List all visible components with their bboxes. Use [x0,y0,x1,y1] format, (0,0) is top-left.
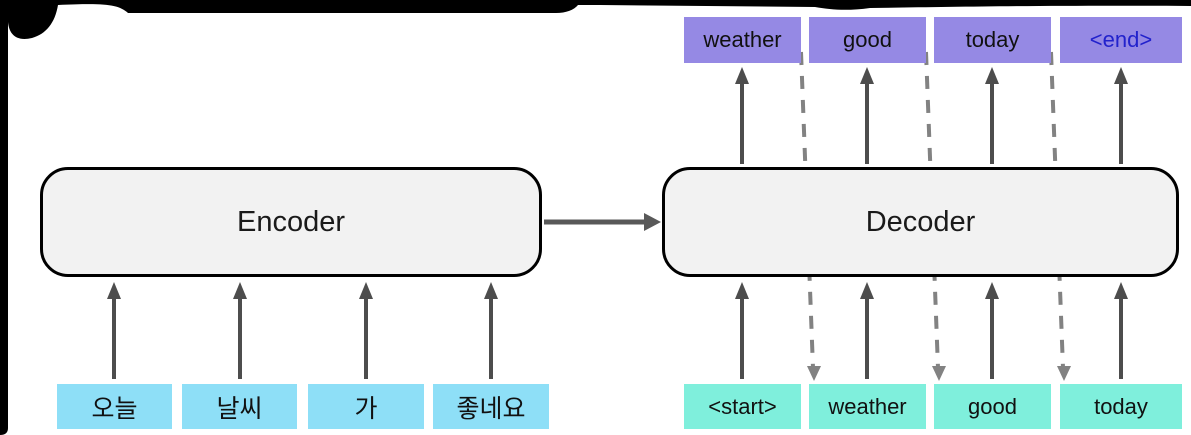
decoder-input-token-weather: weather [809,384,926,429]
decoder-input-label: <start> [708,393,777,419]
encoder-input-label: 날씨 [216,394,263,423]
encoder-input-label: 가 [354,394,378,423]
decoder-input-label: today [1094,393,1148,419]
decoder-input-label: good [968,393,1017,419]
output-token-label: today [965,27,1020,52]
encoder-input-token-4: 좋네요 [433,384,549,429]
encoder-input-arrows [107,282,498,379]
decoder-output-arrow-2 [860,67,874,164]
output-token-label: weather [703,27,782,52]
encoder-input-label: 오늘 [91,394,138,423]
output-token-label: good [843,27,892,52]
encoder-label: Encoder [236,205,345,238]
encoder-input-arrow-2 [233,282,247,379]
output-token-today: today [934,17,1051,63]
decoder-input-arrow-3 [985,282,999,379]
encoder-input-token-2: 날씨 [182,384,297,429]
output-token-good: good [809,17,926,63]
decoder-output-arrow-4 [1114,67,1128,164]
encoder-input-token-3: 가 [308,384,424,429]
decoder-input-token-today: today [1060,384,1182,429]
encoder-input-token-1: 오늘 [57,384,172,429]
output-token-end: <end> [1060,17,1182,63]
output-token-label: <end> [1089,27,1153,52]
decoder-label: Decoder [865,205,976,238]
decoder-input-arrow-1 [735,282,749,379]
encoder-input-arrow-4 [484,282,498,379]
decoder-output-arrow-3 [985,67,999,164]
encoder-block: Encoder [40,167,542,277]
encoder-input-arrow-3 [359,282,373,379]
decoder-input-token-good: good [934,384,1051,429]
decoder-output-arrow-1 [735,67,749,164]
encoder-input-label: 좋네요 [456,394,526,423]
decoder-input-arrows [735,282,1128,379]
encoder-input-arrow-1 [107,282,121,379]
output-token-weather: weather [684,17,801,63]
decoder-input-arrow-4 [1114,282,1128,379]
encoder-to-decoder-arrow [544,213,661,231]
decoder-input-arrow-2 [860,282,874,379]
decoder-input-token-start: <start> [684,384,801,429]
decoder-input-label: weather [828,393,907,419]
decoder-block: Decoder [662,167,1179,277]
